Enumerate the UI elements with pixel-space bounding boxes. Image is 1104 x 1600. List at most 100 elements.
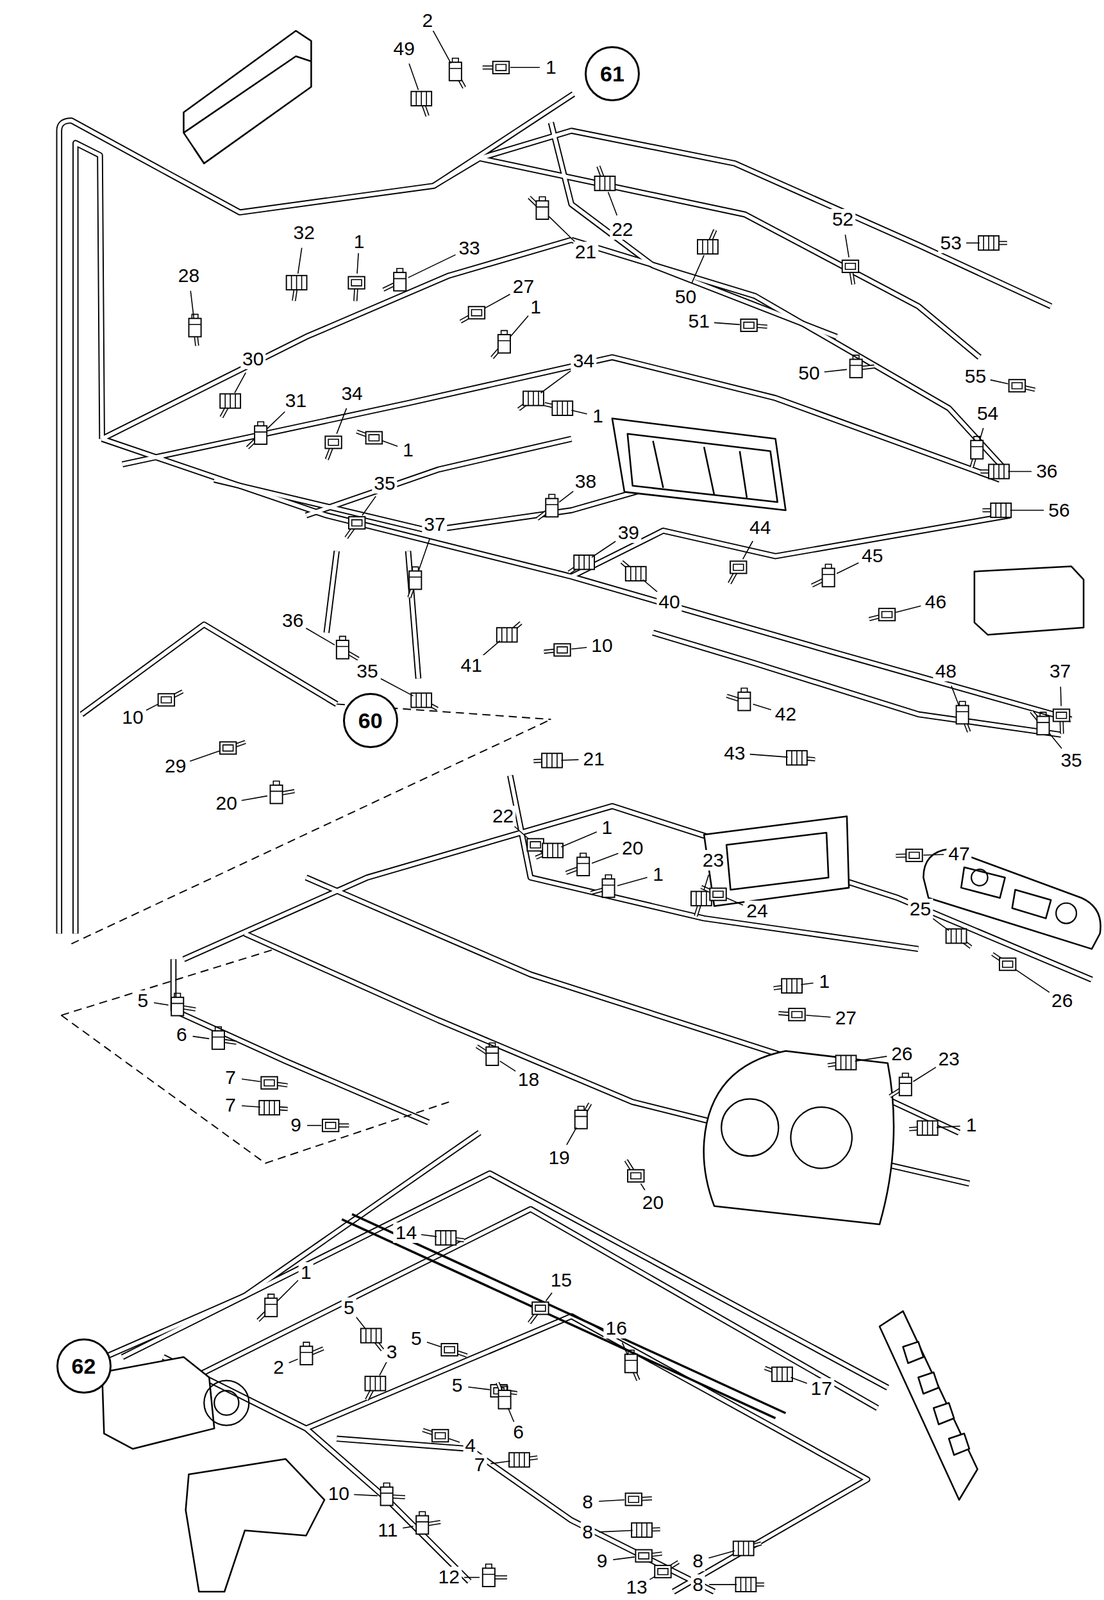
connector-detail: [485, 1043, 499, 1054]
connector-detail: [882, 611, 893, 619]
connector-detail: [223, 744, 234, 752]
connector-detail: [270, 780, 283, 792]
connector-housing: [493, 61, 510, 74]
connector-part: [158, 691, 183, 707]
connector-detail: [171, 993, 184, 1004]
callout-number: 20: [640, 1192, 666, 1213]
connector-detail: [630, 1173, 642, 1180]
connector-part: [980, 464, 1010, 479]
leader-line: [1007, 471, 1032, 473]
callout-number: 19: [546, 1147, 572, 1169]
leader-line: [482, 641, 500, 656]
connector-part: [356, 431, 383, 444]
leader-line: [895, 605, 921, 613]
connector-part: [727, 687, 751, 711]
connector-part: [441, 1343, 467, 1356]
connector-part: [535, 843, 563, 858]
callout-number: 50: [796, 362, 822, 384]
connector-detail: [351, 279, 362, 286]
callout-number: 44: [747, 517, 773, 538]
callout-number: 35: [354, 660, 380, 682]
harness-tube-fill: [408, 551, 419, 679]
connector-housing: [364, 1376, 386, 1391]
callout-number: 23: [936, 1048, 962, 1070]
leader-line: [418, 539, 431, 572]
connector-part: [543, 643, 570, 656]
connector-detail: [416, 91, 427, 106]
harness-tube-fill: [479, 158, 980, 358]
connector-part: [946, 928, 972, 947]
callout-number: 49: [391, 38, 417, 59]
connector-part: [219, 393, 241, 417]
connector-housing: [771, 1367, 793, 1382]
connector-detail: [328, 439, 339, 446]
connector-detail: [189, 314, 202, 325]
connector-housing: [1053, 709, 1070, 722]
leader-line: [560, 759, 579, 761]
connector-part: [733, 1541, 762, 1556]
control-module: [183, 30, 311, 164]
connector-part: [410, 91, 432, 117]
connector-housing: [691, 891, 712, 906]
connector-detail: [416, 693, 427, 708]
leader-line: [608, 191, 618, 216]
connector-part: [380, 1482, 406, 1506]
connector-part: [497, 1382, 511, 1410]
connector-part: [336, 636, 359, 660]
leader-line: [241, 1105, 261, 1108]
callout-number: 22: [609, 219, 635, 240]
connector-detail: [535, 1305, 546, 1312]
connector-part: [909, 1121, 938, 1136]
bezel-openings: [961, 867, 1051, 919]
connector-housing: [322, 1119, 339, 1132]
connector-housing: [219, 393, 241, 408]
callout-number: 28: [176, 265, 202, 286]
components: [101, 30, 1101, 1592]
connector-part: [895, 849, 922, 862]
connector-detail: [993, 464, 1004, 479]
connector-detail: [638, 1552, 649, 1560]
callout-number: 3: [384, 1341, 400, 1363]
leader-line: [510, 67, 540, 69]
connector-housing: [482, 1568, 495, 1587]
leader-line: [432, 30, 451, 63]
leader-line: [421, 1234, 437, 1237]
connector-housing: [602, 878, 615, 898]
connector-part: [518, 391, 544, 410]
leader-line: [379, 1362, 387, 1376]
connector-part: [811, 564, 835, 587]
harness-tube-outline: [101, 439, 1072, 720]
callout-number: 40: [656, 591, 682, 613]
connector-housing: [917, 1121, 938, 1136]
harness-tube-fill: [58, 94, 574, 935]
connector-housing: [432, 1429, 449, 1442]
connector-housing: [509, 1452, 530, 1467]
leader-line: [790, 1377, 807, 1384]
callout-number: 42: [773, 703, 799, 725]
connector-part: [735, 1577, 765, 1592]
connector-housing: [788, 1008, 805, 1021]
callout-number: 2: [419, 10, 435, 31]
harness-tube-fill: [510, 775, 919, 950]
connector-housing: [254, 425, 267, 445]
leader-line: [153, 1002, 169, 1006]
connector-part: [346, 516, 365, 538]
connector-detail: [291, 275, 302, 290]
connector-part: [842, 260, 859, 285]
leader-line: [640, 1183, 645, 1190]
leader-line: [912, 1067, 936, 1082]
connector-housing: [594, 176, 616, 191]
connector-part: [409, 566, 422, 598]
leader-line: [234, 372, 246, 394]
connector-housing: [577, 857, 590, 876]
leader-line: [708, 1550, 735, 1558]
switch-panel: [612, 418, 787, 511]
callout-number: 9: [288, 1114, 304, 1136]
harness-tube-fill: [75, 142, 102, 934]
connector-housing: [541, 753, 563, 768]
connector-detail: [702, 239, 713, 254]
connector-detail: [636, 1523, 647, 1538]
connector-housing: [286, 275, 308, 290]
harness-tube-outline: [433, 130, 1051, 307]
connector-detail: [254, 421, 267, 433]
